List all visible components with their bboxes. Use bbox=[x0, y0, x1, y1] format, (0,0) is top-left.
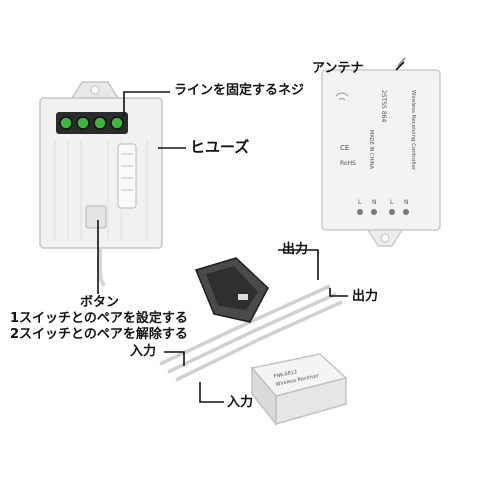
svg-text:FNK-6812: FNK-6812 bbox=[273, 369, 298, 380]
terminal-screws bbox=[59, 116, 124, 130]
antenna-wire bbox=[397, 57, 406, 67]
leader-input-2 bbox=[199, 382, 224, 403]
leader-input-1 bbox=[164, 351, 185, 366]
terminal-letter: L bbox=[390, 199, 394, 206]
pair-clear-label: 2スイッチとのペアを解除する bbox=[10, 327, 188, 342]
input-label-1: 入力 bbox=[130, 344, 157, 359]
button-label: ボタン bbox=[80, 295, 120, 310]
receiver-back-view: Wireless Receiving Controller 2STSS 864 … bbox=[321, 57, 441, 247]
svg-text:Wireless Receiving Controller: Wireless Receiving Controller bbox=[410, 90, 416, 171]
pairing-button bbox=[85, 205, 107, 229]
ce-mark-icon: CE bbox=[340, 144, 349, 152]
terminal-strip bbox=[56, 112, 128, 134]
small-module: FNK-6812 Wireless Receiver bbox=[250, 353, 348, 427]
screw-label: ラインを固定するネジ bbox=[174, 83, 305, 98]
terminal-screw-4 bbox=[110, 116, 124, 130]
back-label: Wireless Receiving Controller 2STSS 864 … bbox=[368, 90, 416, 171]
output-label-1: 出力 bbox=[282, 242, 309, 257]
wired-module bbox=[159, 257, 343, 382]
terminal-screw-3 bbox=[93, 116, 107, 130]
mounting-hole bbox=[90, 85, 100, 95]
output-label-2: 出力 bbox=[352, 289, 379, 304]
leader-output-2 bbox=[329, 288, 348, 297]
leader-screw bbox=[123, 91, 170, 116]
pair-set-label: 1スイッチとのペアを設定する bbox=[10, 311, 188, 326]
svg-text:MADE IN CHINA: MADE IN CHINA bbox=[368, 130, 374, 170]
rohs-mark-icon: RoHS bbox=[340, 160, 356, 167]
terminal-screw-1 bbox=[59, 116, 73, 130]
leader-antenna bbox=[395, 61, 405, 71]
terminal-letter: N bbox=[404, 199, 409, 206]
fuse-label: ヒユーズ bbox=[190, 138, 250, 156]
svg-text:2STSS 864: 2STSS 864 bbox=[380, 90, 387, 122]
power-cable bbox=[98, 248, 106, 288]
leader-lines bbox=[97, 61, 405, 403]
terminal-screw-2 bbox=[76, 116, 90, 130]
input-label-2: 入力 bbox=[227, 395, 254, 410]
back-terminals bbox=[357, 209, 409, 215]
receiver-front-view bbox=[39, 81, 163, 288]
wifi-icon bbox=[335, 92, 349, 101]
leader-output-1 bbox=[278, 249, 319, 280]
terminal-letter: L bbox=[358, 199, 362, 206]
terminal-letter: N bbox=[372, 199, 377, 206]
fuse-holder bbox=[117, 143, 137, 209]
antenna-label: アンテナ bbox=[312, 61, 364, 76]
